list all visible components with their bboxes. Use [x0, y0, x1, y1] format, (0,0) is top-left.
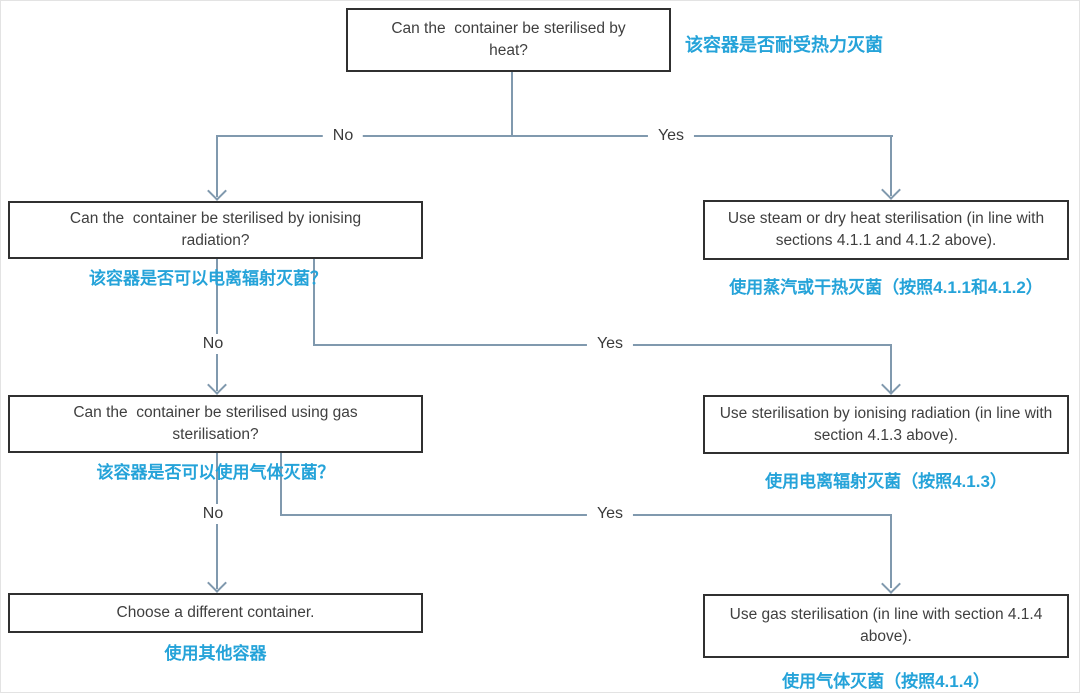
caption-zh-ionising-result: 使用电离辐射灭菌（按照4.1.3）: [765, 472, 1007, 491]
branch-label-yes-3: Yes: [586, 504, 634, 524]
result-box-steam-dry-heat-text: Use steam or dry heat sterilisation (in …: [727, 210, 1049, 249]
arrow-down-icon: [881, 375, 901, 395]
connector-heat-stem: [511, 72, 513, 136]
branch-label-yes-2: Yes: [586, 334, 634, 354]
connector-yes3-drop: [280, 453, 282, 516]
connector-no1-vertical: [216, 135, 218, 197]
branch-label-no-2: No: [192, 334, 234, 354]
decision-box-ionising-radiation-text: Can the container be sterilised by ionis…: [69, 210, 366, 249]
arrow-down-icon: [207, 573, 227, 593]
decision-box-gas-sterilisation: Can the container be sterilised using ga…: [8, 395, 423, 453]
decision-box-ionising-radiation: Can the container be sterilised by ionis…: [8, 201, 423, 259]
result-box-ionising-radiation: Use sterilisation by ionising radiation …: [703, 395, 1069, 454]
caption-zh-different-container: 使用其他容器: [164, 644, 267, 663]
connector-no2-vertical: [216, 259, 218, 391]
branch-label-no-3: No: [192, 504, 234, 524]
decision-box-gas-sterilisation-text: Can the container be sterilised using ga…: [73, 404, 362, 443]
arrow-down-icon: [207, 181, 227, 201]
result-box-gas-sterilisation-text: Use gas sterilisation (in line with sect…: [729, 606, 1047, 645]
result-box-different-container: Choose a different container.: [8, 593, 423, 633]
result-box-ionising-radiation-text: Use sterilisation by ionising radiation …: [719, 404, 1057, 444]
branch-label-no-1: No: [322, 126, 364, 146]
connector-yes2-drop: [313, 259, 315, 346]
arrow-down-icon: [207, 375, 227, 395]
connector-yes2-vertical: [890, 344, 892, 392]
decision-box-heat-text: Can the container be sterilised by heat?: [391, 20, 630, 59]
caption-zh-heat: 该容器是否耐受热力灭菌: [685, 35, 883, 55]
connector-yes3-vertical: [890, 514, 892, 588]
branch-label-yes-1: Yes: [647, 126, 695, 146]
connector-yes1-vertical: [890, 135, 892, 196]
caption-zh-gas-question: 该容器是否可以使用气体灭菌？: [96, 463, 335, 482]
caption-zh-ionising-question: 该容器是否可以电离辐射灭菌？: [89, 269, 327, 288]
result-box-gas-sterilisation: Use gas sterilisation (in line with sect…: [703, 594, 1069, 658]
arrow-down-icon: [881, 574, 901, 594]
connector-row1-horizontal: [216, 135, 893, 137]
caption-zh-gas-result: 使用气体灭菌（按照4.1.4）: [782, 672, 990, 691]
connector-yes3-horizontal: [280, 514, 892, 516]
arrow-down-icon: [881, 180, 901, 200]
caption-zh-steam-dry-heat: 使用蒸汽或干热灭菌（按照4.1.1和4.1.2）: [729, 278, 1043, 297]
decision-box-heat: Can the container be sterilised by heat?: [346, 8, 671, 72]
result-box-different-container-text: Choose a different container.: [116, 604, 315, 621]
result-box-steam-dry-heat: Use steam or dry heat sterilisation (in …: [703, 200, 1069, 260]
